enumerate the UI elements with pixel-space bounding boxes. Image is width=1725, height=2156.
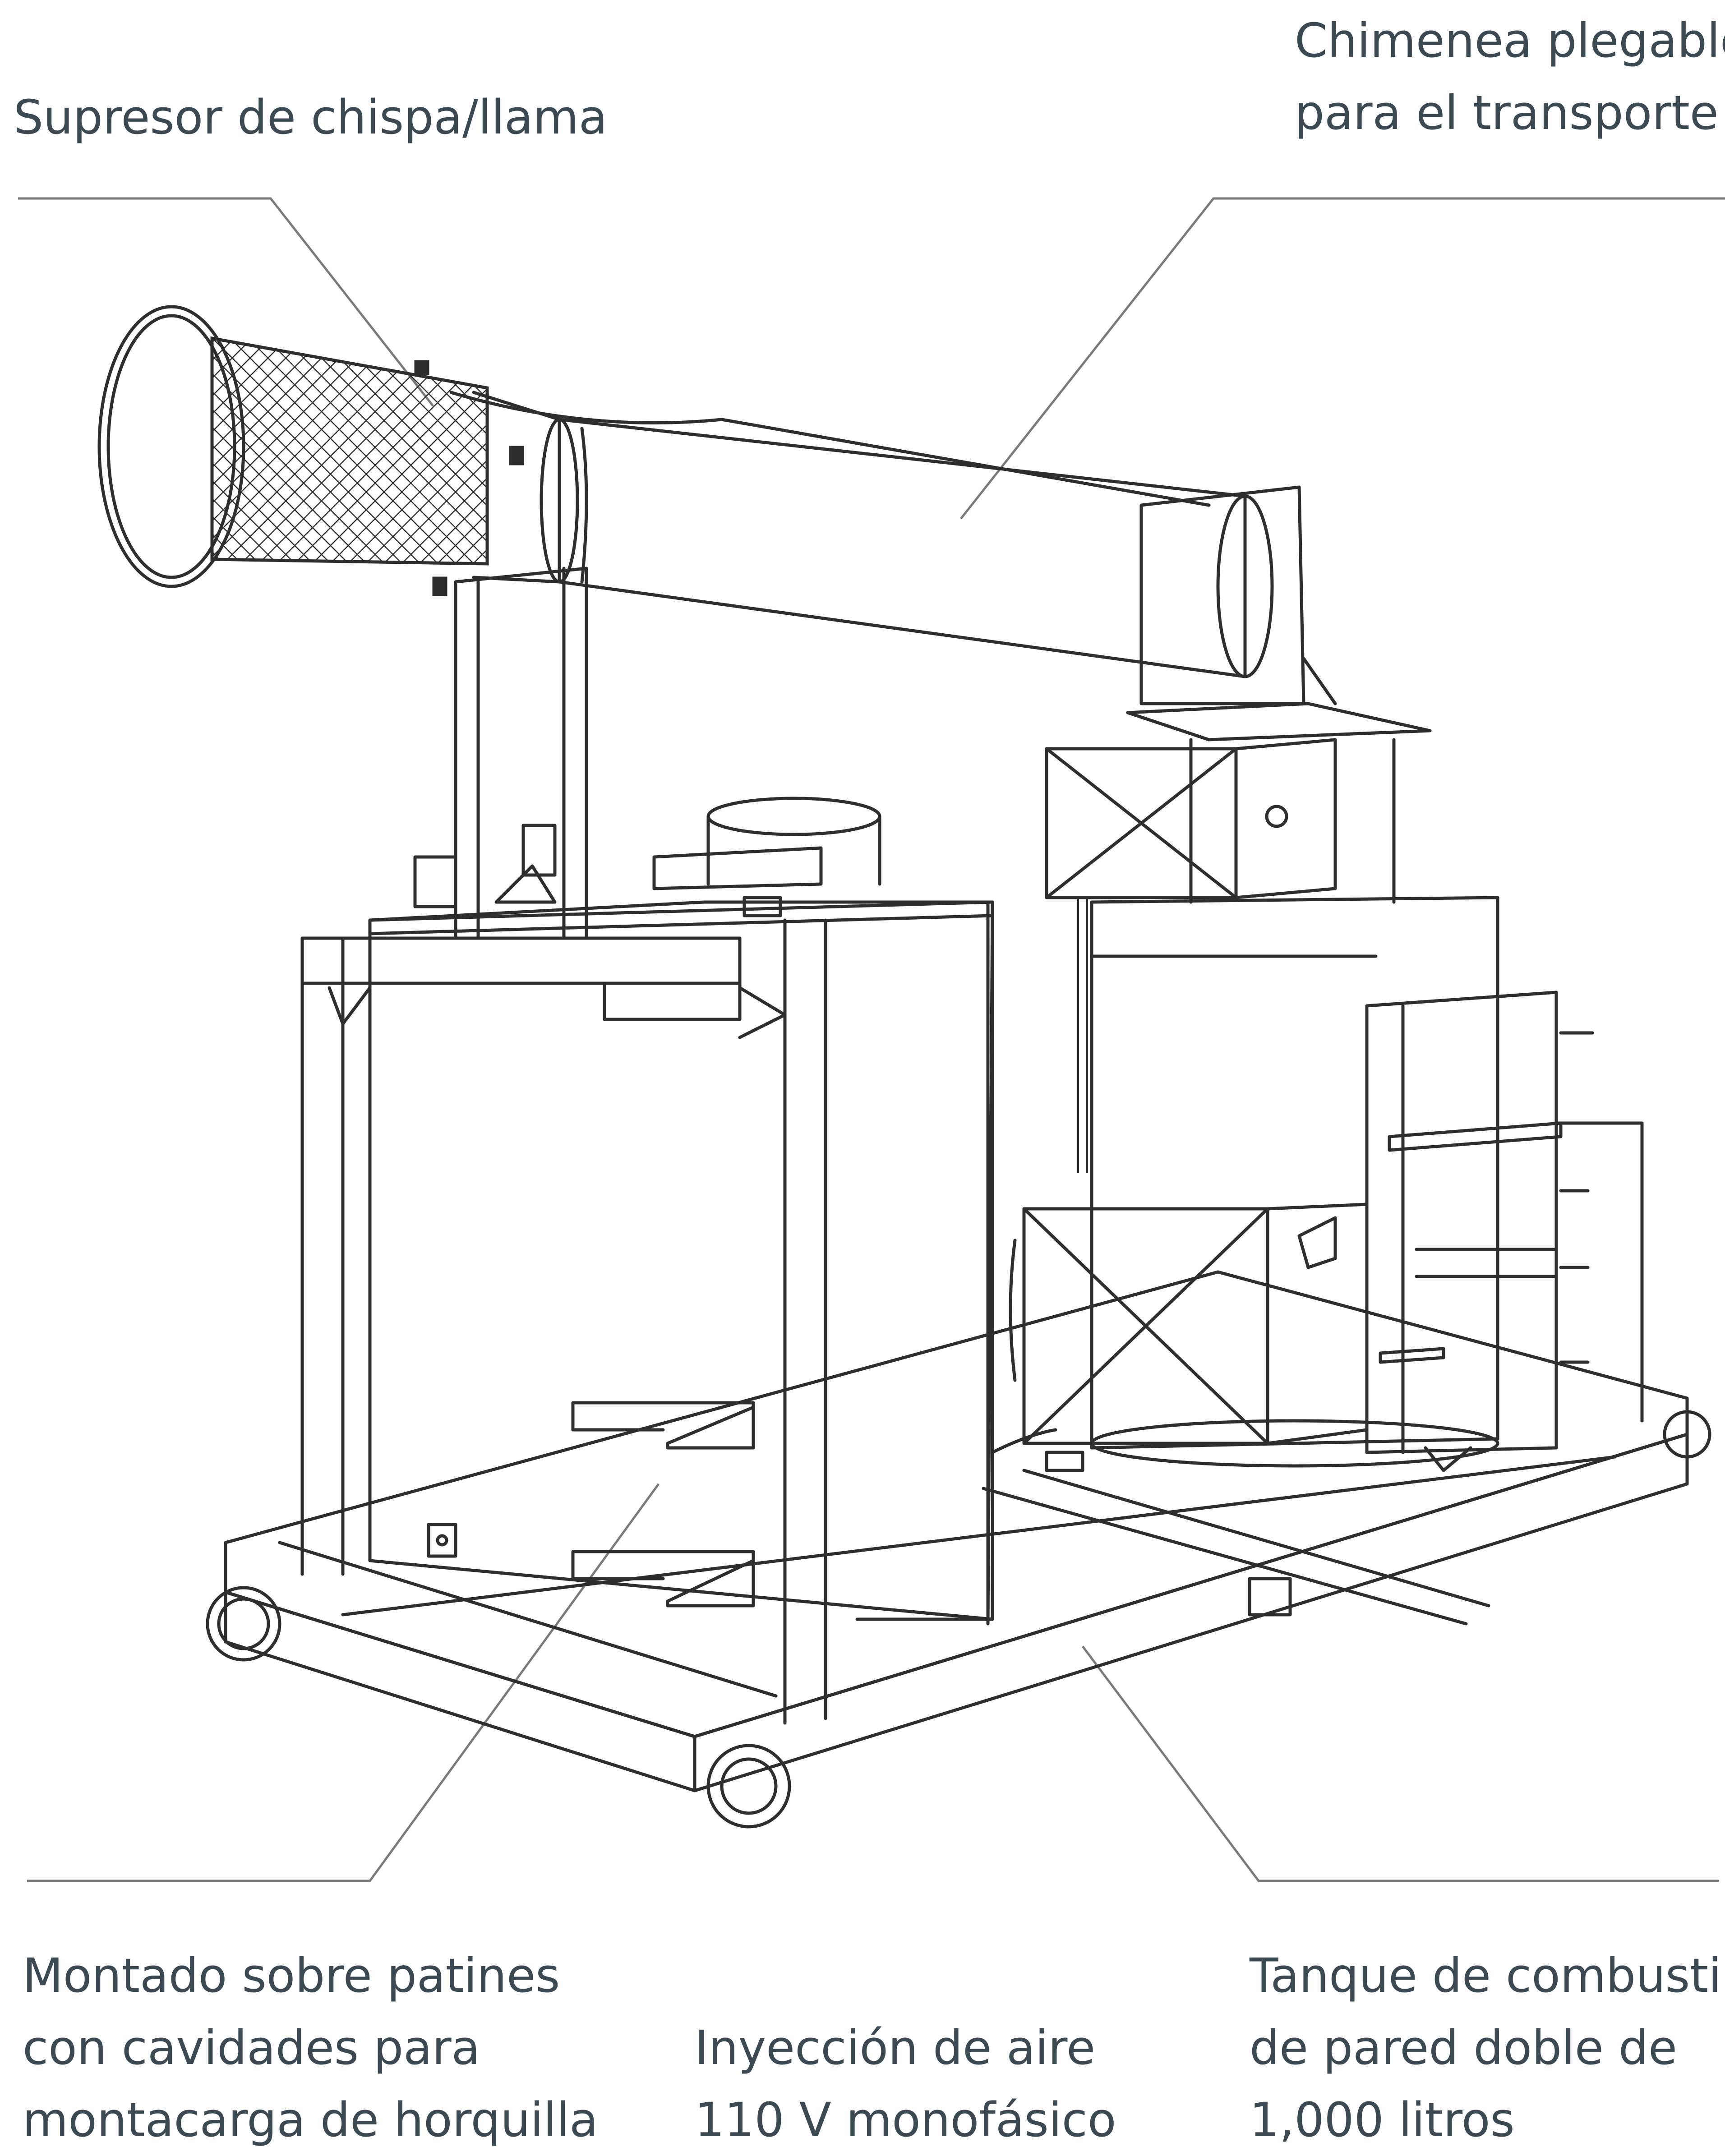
label-line: para el transporte [1295,85,1719,140]
leader-supresor [18,197,434,407]
label-line: Supresor de chispa/llama [14,90,608,145]
fuel-tank [1365,990,1644,1472]
label-line: Montado sobre patines [23,1948,560,2003]
skid-base [206,1270,1711,1829]
top-deck [413,797,881,917]
spark-arrestor [97,305,579,596]
label-fuel-tank: Tanque de combustible de pared doble de … [1250,1939,1725,2156]
label-line: Chimenea plegable [1295,13,1725,68]
label-air-injection: Inyección de aire 110 V monofásico [695,2012,1116,2156]
label-line: Tanque de combustible [1250,1948,1725,2003]
label-line: 1,000 litros [1250,2092,1515,2147]
label-skid-mounted: Montado sobre patines con cavidades para… [23,1939,598,2156]
left-frame [300,900,994,1725]
stack-support [454,567,588,940]
air-injection-box [991,1202,1369,1454]
incinerator-body [1045,738,1499,1468]
label-line: Inyección de aire [695,2020,1096,2075]
leader-chimenea [960,197,1725,520]
label-line: 110 V monofásico [695,2092,1116,2147]
leader-montado [27,1483,660,1882]
label-line: con cavidades para [23,2020,480,2075]
label-line: montacarga de horquilla [23,2092,598,2147]
leader-tanque [1082,1645,1719,1882]
label-spark-arrestor: Supresor de chispa/llama [14,81,608,153]
label-line: de pared doble de [1250,2020,1677,2075]
chimney-tube [449,391,1432,742]
label-foldable-chimney: Chimenea plegable para el transporte [1295,5,1725,149]
